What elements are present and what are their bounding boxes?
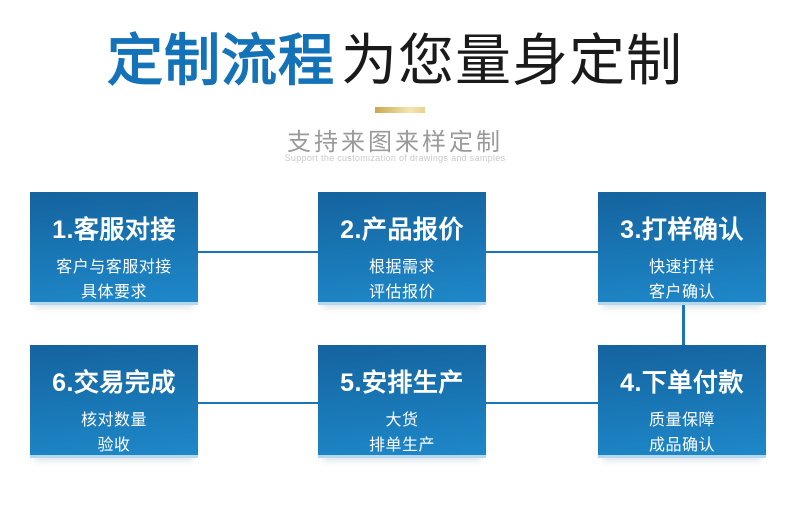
step-title: 5.安排生产	[340, 369, 464, 397]
step-line: 大货	[385, 412, 419, 429]
step-line: 快速打样	[648, 259, 715, 276]
subtitle: 支持来图来样定制	[287, 129, 503, 156]
step-box-2: 2.产品报价 根据需求 评估报价	[318, 192, 486, 305]
gold-divider	[375, 107, 425, 113]
step-line: 根据需求	[368, 259, 435, 276]
connector-step6-step5	[198, 402, 318, 404]
step-line: 评估报价	[368, 284, 435, 301]
step-title: 4.下单付款	[620, 369, 744, 397]
step-box-3: 3.打样确认 快速打样 客户确认	[598, 192, 766, 305]
step-line: 质量保障	[648, 412, 715, 429]
step-line: 成品确认	[648, 437, 715, 454]
step-line: 核对数量	[80, 412, 147, 429]
step-box-5: 5.安排生产 大货 排单生产	[318, 345, 486, 458]
connector-step1-step2	[198, 251, 318, 253]
step-title: 3.打样确认	[620, 216, 744, 244]
title-highlight: 定制流程	[107, 29, 335, 92]
connector-step3-step4	[682, 305, 685, 345]
step-box-4: 4.下单付款 质量保障 成品确认	[598, 345, 766, 458]
step-line: 排单生产	[368, 437, 435, 454]
connector-step5-step4	[486, 402, 598, 404]
page-title: 定制流程为您量身定制	[0, 28, 790, 94]
step-line: 客户与客服对接	[56, 259, 172, 276]
step-line: 验收	[97, 437, 131, 454]
connector-step2-step3	[486, 251, 598, 253]
step-box-1: 1.客服对接 客户与客服对接 具体要求	[30, 192, 198, 305]
step-title: 6.交易完成	[52, 369, 176, 397]
subtitle-english: Support the customization of drawings an…	[284, 153, 506, 163]
step-line: 具体要求	[80, 284, 147, 301]
title-rest: 为您量身定制	[341, 29, 683, 92]
step-box-6: 6.交易完成 核对数量 验收	[30, 345, 198, 458]
step-title: 1.客服对接	[52, 216, 176, 244]
step-title: 2.产品报价	[340, 216, 464, 244]
step-line: 客户确认	[648, 284, 715, 301]
